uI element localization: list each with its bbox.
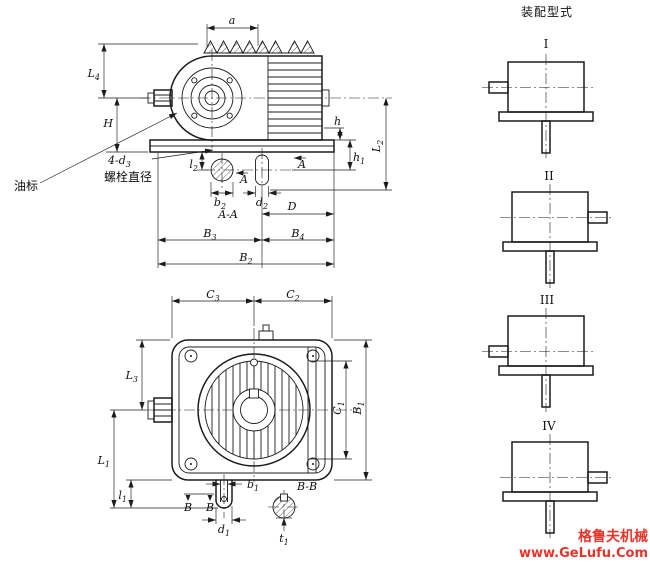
side-shaft-end [147,397,173,423]
dim-label-t1: t1 [279,532,289,547]
dim-label-B3: B3 [202,227,216,242]
dim-label-C2: C2 [286,288,300,303]
section-title-AA: A-A [217,208,238,221]
dim-label-L2: L2 [370,140,385,153]
oil-gauge-label: 油标 [14,179,38,193]
ribbed-cover [197,353,311,467]
side-view-centerlines [140,50,392,148]
assembly-panel: 装配型式 I II III [482,5,614,538]
dim-label-L1: L1 [97,454,110,469]
bolt-note-label: 4-d3 [107,154,131,169]
dim-label-b1: b1 [247,478,259,493]
dim-label-L4: L4 [87,67,100,82]
cut-letter-B-1: B [183,501,192,514]
dim-label-L3: L3 [125,369,138,384]
assembly-type-2: II [500,169,614,288]
dim-label-h: h [334,115,341,128]
section-title-BB: B-B [296,480,317,493]
breather-vent [258,324,274,341]
base-plate [149,139,335,153]
cut-letter-A-1: A [239,173,248,186]
foundation-bolt-section [204,148,292,192]
side-view-dimensions: a L4 H 油标 4-d3 螺栓直径 l2 A A b2 [14,14,392,268]
dim-label-D: D [287,200,297,213]
front-view-dimensions: C3 C2 L3 L1 l1 B B b1 d1 B-B t1 [97,288,372,547]
dim-label-l1: l1 [118,489,127,504]
watermark: 格鲁夫机械 www.GeLufu.Com [519,528,648,561]
assembly-type-4: IV [500,419,614,538]
cooling-fins-side [267,56,330,140]
dim-label-d1: d1 [218,523,230,538]
side-view [140,40,392,192]
assembly-type-1-numeral: I [544,37,549,51]
dim-label-a: a [229,14,236,27]
dim-label-d2: d2 [256,196,268,211]
dim-label-C3: C3 [206,288,220,303]
assembly-panel-title: 装配型式 [521,5,573,19]
dim-label-b2: b2 [214,196,226,211]
assembly-type-3: III [482,293,596,412]
dim-label-B2: B2 [238,251,252,266]
dim-label-h1: h1 [353,151,365,166]
cooling-fins-top [203,40,315,54]
cut-letter-A-2: A [297,158,306,171]
dim-label-H: H [102,117,113,130]
assembly-type-3-numeral: III [540,293,554,307]
cut-letter-B-2: B [205,501,214,514]
dim-label-l2: l2 [189,158,198,173]
dim-label-B4: B4 [290,227,304,242]
watermark-brand: 格鲁夫机械 [578,528,648,545]
front-view [146,324,358,526]
dim-label-B1: B1 [351,401,366,415]
assembly-type-1: I [482,37,596,158]
assembly-type-2-numeral: II [544,169,554,183]
bolt-note-caption: 螺栓直径 [104,169,152,184]
watermark-url: www.GeLufu.Com [519,546,648,561]
dim-label-C1: C1 [331,401,346,415]
assembly-type-4-numeral: IV [542,419,556,433]
